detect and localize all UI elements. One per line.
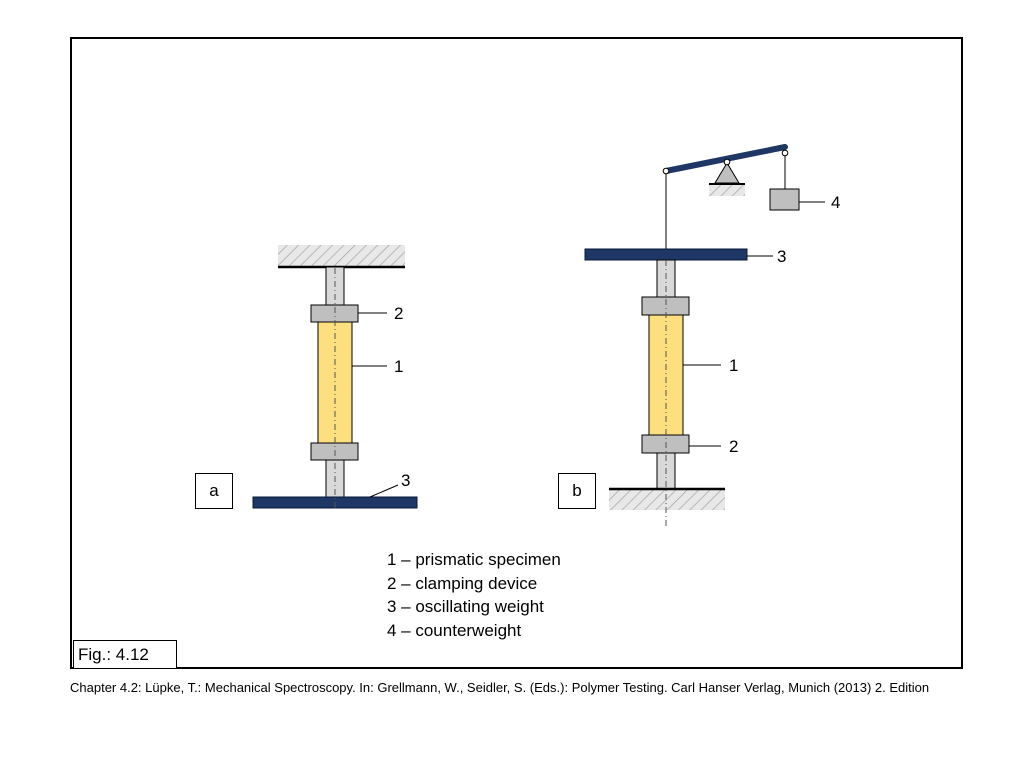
counterweight [769, 188, 800, 211]
callout-a-1: 1 [394, 357, 403, 376]
callout-b-1: 1 [729, 356, 738, 375]
panel-a-label: a [195, 473, 233, 509]
floor-support-hatch [609, 489, 725, 510]
left-hinge [662, 167, 670, 175]
figure-frame [70, 37, 963, 669]
legend-item-1: 1 – prismatic specimen [387, 550, 561, 569]
right-hinge [781, 149, 789, 157]
source-citation: Chapter 4.2: Lüpke, T.: Mechanical Spect… [70, 680, 930, 695]
legend-item-4: 4 – counterweight [387, 620, 522, 640]
callout-b-2: 2 [729, 437, 738, 456]
pivot-triangle [714, 162, 740, 184]
legend: 1 – prismatic specimen 2 – clamping devi… [387, 548, 561, 642]
oscillating-weight [584, 248, 748, 261]
panel-b-label: b [558, 473, 596, 509]
callout-a-3: 3 [401, 471, 410, 490]
pivot-joint [723, 158, 731, 166]
ceiling-support-hatch [278, 245, 405, 267]
callout-b-4: 4 [831, 193, 840, 212]
callout-b-3: 3 [777, 247, 786, 266]
legend-item-3: 3 – oscillating weight [387, 597, 544, 616]
figure-caption: Fig.: 4.12 [73, 640, 177, 669]
callout-a-2: 2 [394, 304, 403, 323]
legend-item-2: 2 – clamping device [387, 573, 538, 593]
lever-beam [663, 144, 788, 174]
pivot-base-hatch [709, 184, 745, 196]
leader-line-3 [369, 484, 399, 498]
panel-a [252, 245, 418, 509]
panel-b [584, 144, 825, 528]
